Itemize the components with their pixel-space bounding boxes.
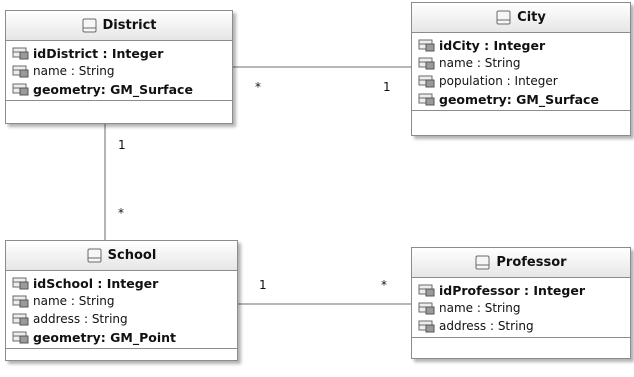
class-name: School [107, 248, 157, 263]
attribute-row: geometry: GM_Surface [6, 80, 232, 98]
attributes-compartment: idCity : Integer name : String population … [412, 33, 630, 111]
attribute-row: population : Integer [412, 72, 630, 90]
attribute-row: address : String [412, 317, 630, 335]
attribute-text: population : Integer [439, 74, 558, 88]
attribute-icon [12, 313, 29, 326]
attribute-icon [12, 295, 29, 308]
attribute-text: name : String [33, 294, 115, 308]
multiplicity-district-city-source: * [255, 80, 261, 94]
attribute-text: geometry: GM_Surface [439, 91, 599, 107]
class-header: School [6, 241, 237, 271]
attribute-row: geometry: GM_Point [6, 328, 237, 346]
class-header: District [6, 11, 232, 41]
attribute-text: geometry: GM_Point [33, 329, 177, 345]
attribute-icon [12, 331, 29, 344]
attribute-icon [418, 320, 435, 333]
attribute-text: address : String [33, 312, 128, 326]
attribute-row: name : String [6, 292, 237, 310]
attribute-icon [12, 65, 29, 78]
class-icon [82, 18, 96, 33]
multiplicity-school-professor-target: * [381, 278, 387, 292]
attribute-icon [418, 302, 435, 315]
attribute-row: address : String [6, 310, 237, 328]
multiplicity-district-school-target: * [118, 206, 124, 220]
attribute-text: name : String [439, 56, 521, 70]
attribute-icon [12, 47, 29, 60]
class-professor[interactable]: Professor idProfessor : Integer name : St… [411, 247, 631, 359]
attribute-text: idSchool : Integer [33, 275, 159, 291]
attribute-row: idProfessor : Integer [412, 281, 630, 299]
attribute-icon [418, 75, 435, 88]
class-school[interactable]: School idSchool : Integer name : String ad… [5, 240, 238, 361]
class-header: City [412, 3, 630, 33]
attribute-text: geometry: GM_Surface [33, 81, 193, 97]
attributes-compartment: idProfessor : Integer name : String addres… [412, 278, 630, 338]
attribute-row: idSchool : Integer [6, 274, 237, 292]
class-icon [87, 248, 102, 263]
attribute-row: geometry: GM_Surface [412, 90, 630, 108]
operations-compartment [6, 349, 237, 361]
attribute-icon [418, 284, 435, 297]
attribute-text: idDistrict : Integer [33, 45, 164, 61]
attribute-icon [418, 57, 435, 70]
attribute-text: idProfessor : Integer [439, 282, 585, 298]
class-name: Professor [496, 255, 567, 270]
multiplicity-district-city-target: 1 [383, 80, 391, 94]
attribute-row: idDistrict : Integer [6, 44, 232, 62]
attribute-text: name : String [439, 301, 521, 315]
operations-compartment [6, 101, 232, 113]
attribute-icon [418, 39, 435, 52]
attribute-icon [418, 93, 435, 106]
attribute-row: name : String [412, 299, 630, 317]
attribute-row: name : String [412, 54, 630, 72]
class-district[interactable]: District idDistrict : Integer name : Stri… [5, 10, 233, 124]
class-name: City [517, 10, 546, 25]
multiplicity-school-professor-source: 1 [259, 278, 267, 292]
attributes-compartment: idDistrict : Integer name : String geometr… [6, 41, 232, 101]
attribute-text: address : String [439, 319, 534, 333]
attribute-row: idCity : Integer [412, 36, 630, 54]
attribute-text: idCity : Integer [439, 37, 546, 53]
operations-compartment [412, 338, 630, 350]
class-icon [496, 10, 511, 25]
attribute-text: name : String [33, 64, 115, 78]
multiplicity-district-school-source: 1 [118, 138, 126, 152]
class-name: District [102, 18, 157, 33]
class-city[interactable]: City idCity : Integer name : String popula… [411, 2, 631, 136]
attribute-icon [12, 277, 29, 290]
class-icon [475, 255, 490, 270]
attribute-icon [12, 83, 29, 96]
attributes-compartment: idSchool : Integer name : String address :… [6, 271, 237, 349]
attribute-row: name : String [6, 62, 232, 80]
class-header: Professor [412, 248, 630, 278]
operations-compartment [412, 111, 630, 123]
